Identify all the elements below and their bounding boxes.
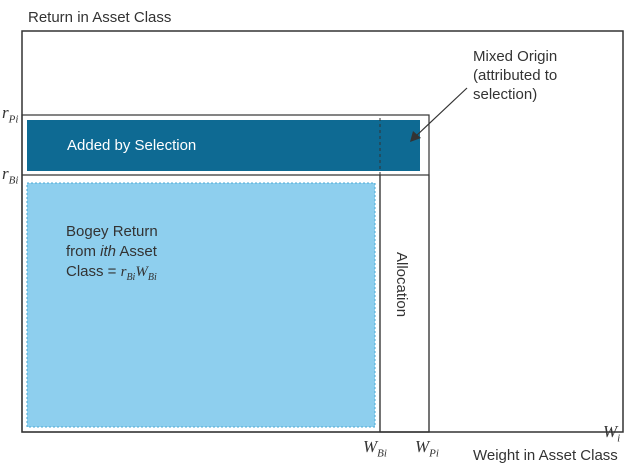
x-axis-symbol: Wi: [603, 422, 621, 445]
selection-label: Added by Selection: [67, 137, 197, 154]
selection-band: [27, 120, 420, 171]
y-tick-r-pi: rPi: [2, 103, 19, 126]
annotation-line-3: selection): [473, 86, 538, 103]
bogey-label: Bogey Return from ith Asset Class = rBiW…: [66, 222, 158, 288]
x-tick-w-pi: WPi: [415, 437, 439, 460]
x-tick-w-bi: WBi: [363, 437, 387, 460]
mixed-origin-annotation: Mixed Origin (attributed to selection): [473, 47, 557, 104]
bogey-region: [26, 182, 376, 428]
portfolio-box: [21, 114, 430, 433]
x-axis-title: Weight in Asset Class: [473, 447, 618, 464]
bogey-line-1: Bogey Return: [66, 223, 158, 240]
annotation-line-1: Mixed Origin: [473, 48, 558, 65]
y-axis-title: Return in Asset Class: [28, 9, 172, 26]
annotation-arrow-head: [410, 131, 421, 142]
y-tick-r-bi: rBi: [2, 164, 19, 187]
annotation-arrow-line: [415, 87, 468, 137]
annotation-line-2: (attributed to: [473, 67, 558, 84]
bogey-line-3: Class = rBiWBi: [66, 263, 157, 283]
allocation-label: Allocation: [393, 252, 410, 318]
bogey-line-2: from ith Asset: [66, 243, 157, 260]
